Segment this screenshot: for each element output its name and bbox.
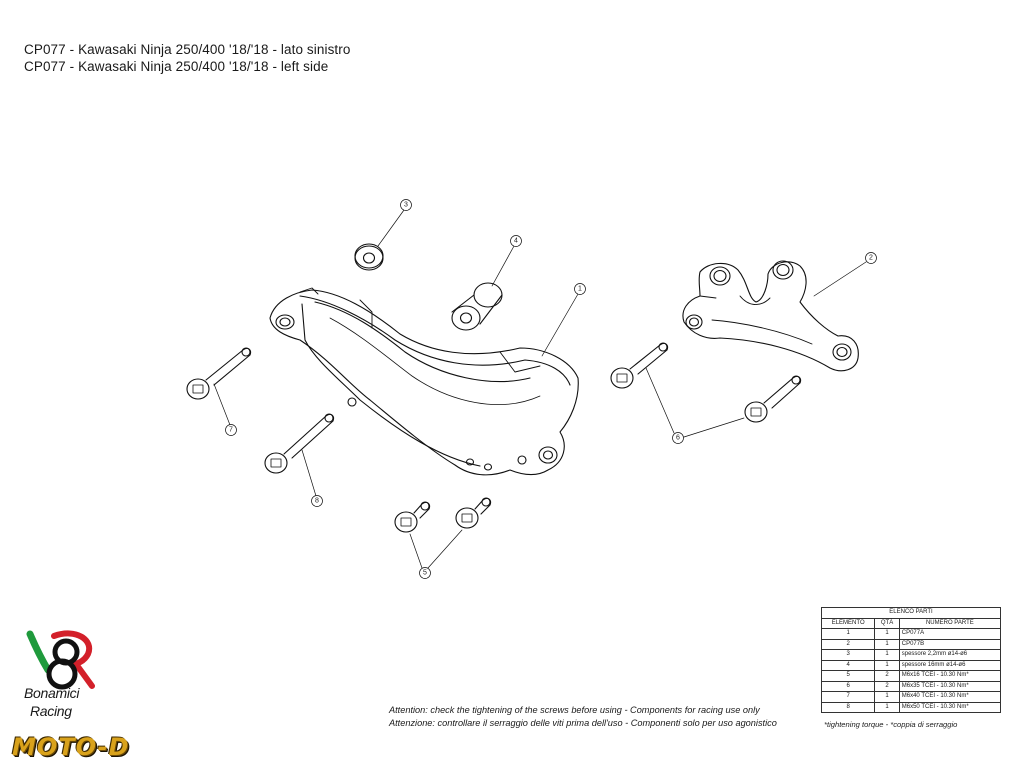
- cell-element: 1: [820, 628, 876, 640]
- cell-part-number: M6x50 TCEI - 10.30 Nm*: [898, 701, 1002, 713]
- table-row: 8 1 M6x50 TCEI - 10.30 Nm*: [820, 701, 1002, 713]
- callout-circles: [225, 199, 877, 579]
- callout-5: 5: [423, 570, 427, 577]
- cell-part-number: CP077B: [898, 638, 1002, 650]
- table-row: 3 1 spessore 2,2mm ø14-ø6: [820, 649, 1002, 661]
- table-row: 4 1 spessore 16mm ø14-ø6: [820, 659, 1002, 671]
- table-row: 6 2 M6x35 TCEI - 10.30 Nm*: [820, 680, 1002, 692]
- screw-7: [186, 347, 252, 400]
- table-row: 7 1 M6x40 TCEI - 10.30 Nm*: [820, 691, 1002, 703]
- cell-element: 4: [820, 659, 876, 671]
- torque-note: *tightening torque - *coppia di serraggi…: [824, 720, 958, 729]
- cell-element: 6: [820, 680, 876, 692]
- part-1-cover-guard: [269, 287, 579, 476]
- title-italian: CP077 - Kawasaki Ninja 250/400 '18/'18 -…: [24, 42, 351, 57]
- brand-name-line2: Racing: [30, 703, 72, 719]
- part-3-thin-spacer: [354, 243, 384, 271]
- cell-element: 7: [820, 691, 876, 703]
- table-row: 5 2 M6x16 TCEI - 10.30 Nm*: [820, 670, 1002, 682]
- callout-6: 6: [676, 435, 680, 442]
- cell-element: 8: [820, 701, 876, 713]
- cell-qty: 1: [874, 628, 900, 640]
- leader-lines: [213, 209, 867, 569]
- bonamici-logo-icon: [26, 630, 95, 690]
- table-row: 2 1 CP077B: [820, 638, 1002, 650]
- screw-5b: [455, 497, 492, 529]
- callout-4: 4: [514, 238, 518, 245]
- part-4-thick-spacer: [451, 282, 503, 331]
- note-italian: Attenzione: controllare il serraggio del…: [389, 718, 777, 728]
- screw-6b: [744, 375, 802, 423]
- screw-6a: [610, 342, 669, 389]
- callout-7: 7: [229, 427, 233, 434]
- moto-d-logo: MOTO-D: [12, 733, 130, 761]
- cell-qty: 1: [874, 701, 900, 713]
- screw-8: [264, 413, 335, 474]
- cell-qty: 1: [874, 691, 900, 703]
- title-english: CP077 - Kawasaki Ninja 250/400 '18/'18 -…: [24, 59, 329, 74]
- part-2-bracket: [682, 260, 859, 372]
- header-qty: QTÀ: [874, 617, 900, 629]
- parts-list-table: ELENCO PARTI ELEMENTO QTÀ NUMERO PARTE 1…: [820, 607, 1002, 713]
- callout-2: 2: [869, 255, 873, 262]
- callout-1: 1: [578, 286, 582, 293]
- cell-part-number: CP077A: [898, 628, 1002, 640]
- cell-qty: 1: [874, 659, 900, 671]
- cell-qty: 2: [874, 670, 900, 682]
- header-part-number: NUMERO PARTE: [898, 617, 1002, 629]
- note-english: Attention: check the tightening of the s…: [389, 705, 760, 715]
- cell-element: 5: [820, 670, 876, 682]
- callout-8: 8: [315, 498, 319, 505]
- header-element: ELEMENTO: [820, 617, 876, 629]
- cell-qty: 1: [874, 649, 900, 661]
- cell-qty: 1: [874, 638, 900, 650]
- brand-name-line1: Bonamici: [24, 685, 80, 701]
- cell-part-number: spessore 2,2mm ø14-ø6: [898, 649, 1002, 661]
- cell-part-number: spessore 16mm ø14-ø6: [898, 659, 1002, 671]
- cell-part-number: M6x40 TCEI - 10.30 Nm*: [898, 691, 1002, 703]
- parts-list-caption: ELENCO PARTI: [821, 607, 1001, 619]
- cell-element: 2: [820, 638, 876, 650]
- cell-part-number: M6x35 TCEI - 10.30 Nm*: [898, 680, 1002, 692]
- table-row: 1 1 CP077A: [820, 628, 1002, 640]
- cell-qty: 2: [874, 680, 900, 692]
- cell-element: 3: [820, 649, 876, 661]
- cell-part-number: M6x16 TCEI - 10.30 Nm*: [898, 670, 1002, 682]
- callout-3: 3: [404, 202, 408, 209]
- screw-5a: [394, 501, 431, 533]
